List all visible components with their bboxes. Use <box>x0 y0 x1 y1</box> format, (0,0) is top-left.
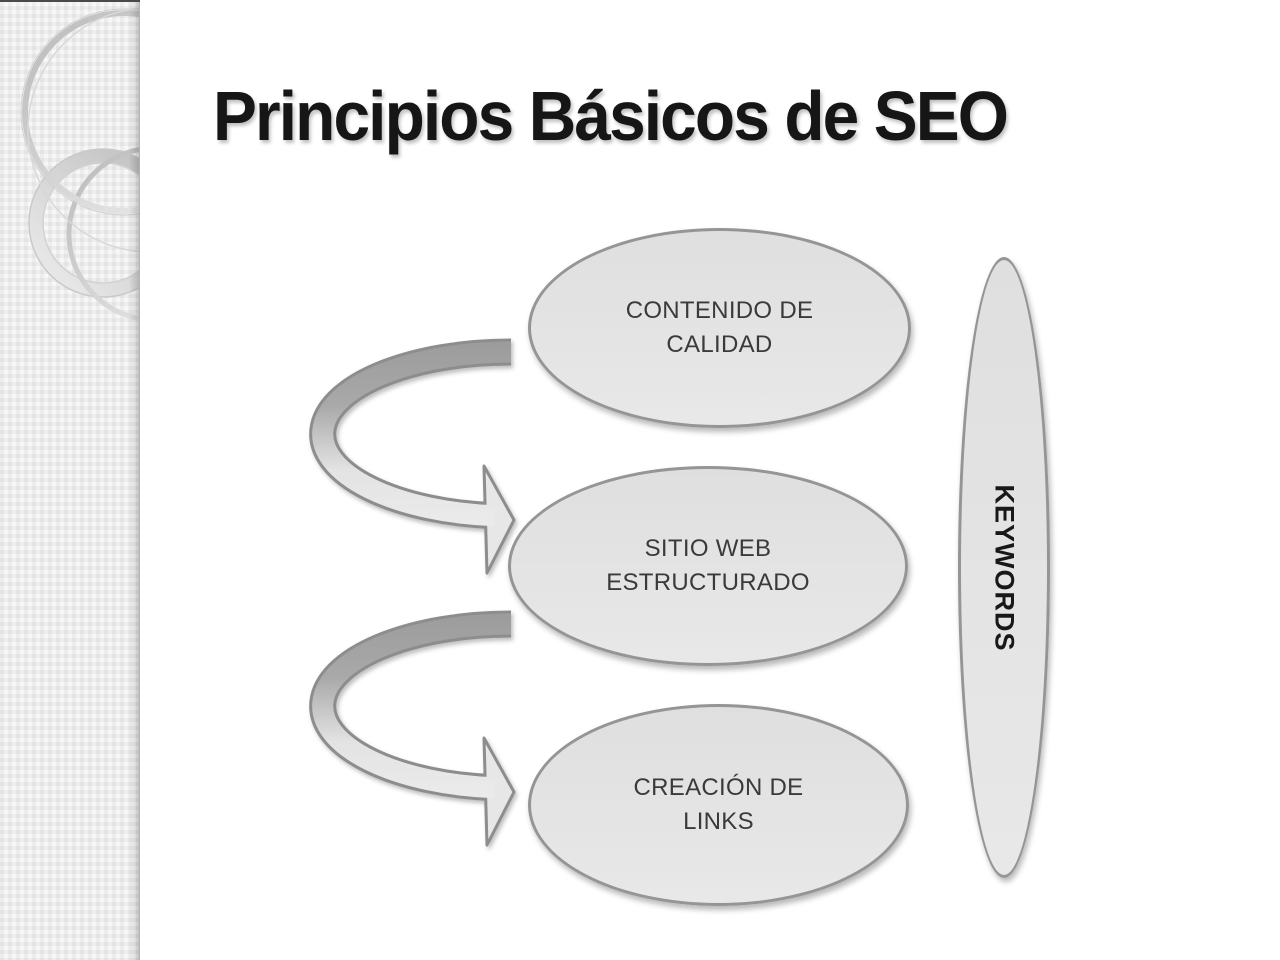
slide-title: Principios Básicos de SEO <box>213 77 1009 155</box>
node-label: SITIO WEB ESTRUCTURADO <box>606 535 810 596</box>
decorative-circles <box>20 7 140 322</box>
keywords-label: KEYWORDS <box>989 483 1020 652</box>
node-keywords: KEYWORDS <box>958 257 1050 878</box>
node-creacion-de-links: CREACIÓN DE LINKS <box>528 704 909 906</box>
node-sitio-web-estructurado: SITIO WEB ESTRUCTURADO <box>508 466 908 666</box>
sidebar-decoration <box>0 0 140 960</box>
curved-arrow-2 <box>295 597 530 862</box>
node-label: CREACIÓN DE LINKS <box>633 774 804 835</box>
sidebar-edge-shadow <box>129 2 140 960</box>
node-label: CONTENIDO DE CALIDAD <box>625 297 814 358</box>
curved-arrow-1 <box>295 325 530 590</box>
node-contenido-de-calidad: CONTENIDO DE CALIDAD <box>528 228 911 428</box>
